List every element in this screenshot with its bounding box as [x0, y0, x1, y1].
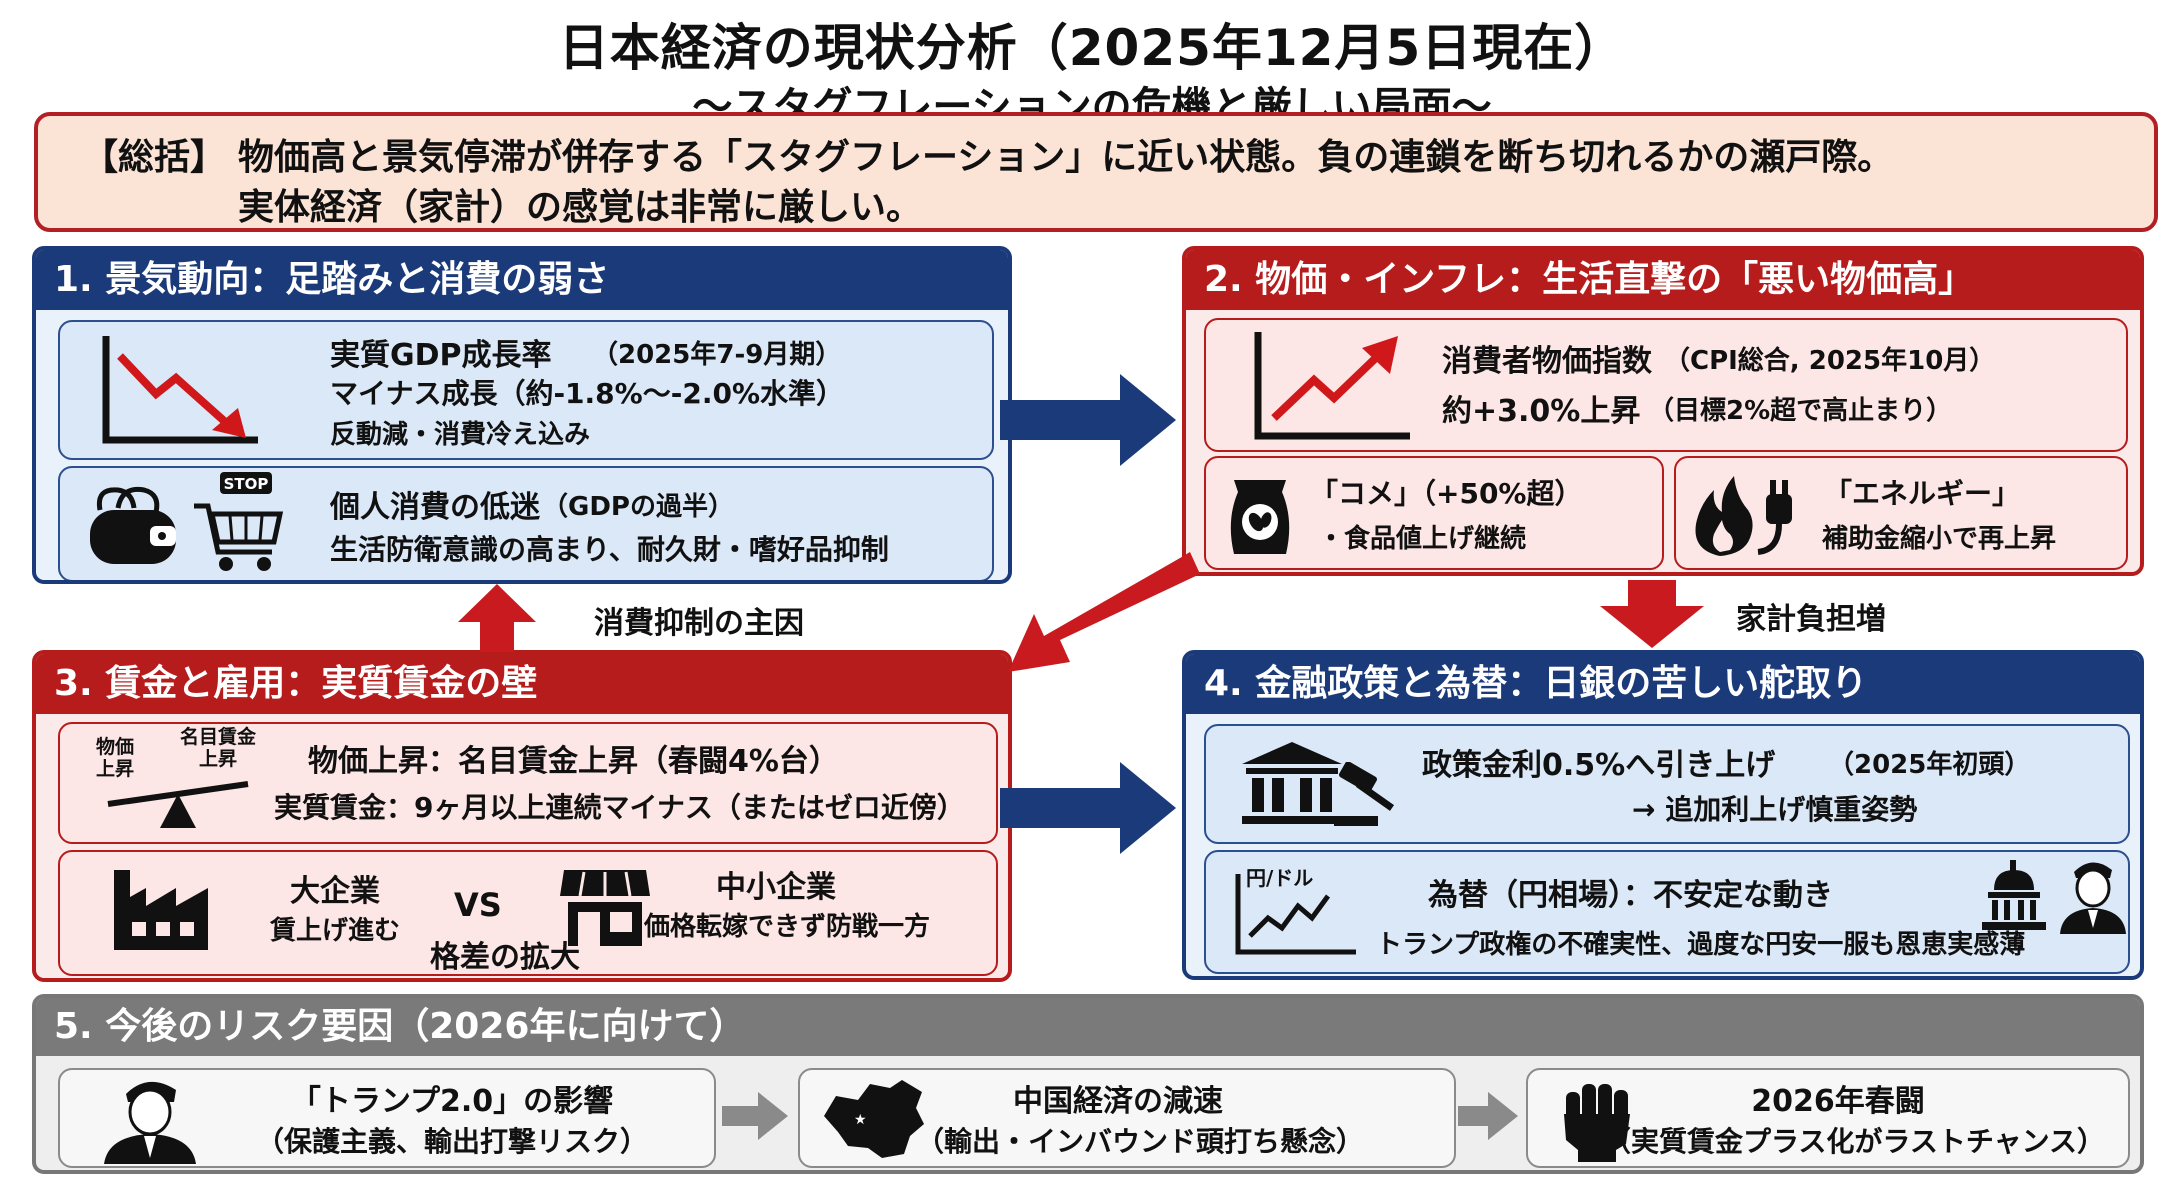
wage-line-1: 物価上昇：名目賃金上昇（春闘4%台） — [308, 744, 839, 779]
rice-title: 「コメ」（+50%超） — [1310, 477, 1583, 510]
cpi-card: 消費者物価指数 （CPI総合, 2025年10月） 約+3.0%上昇 （目標2%… — [1204, 318, 2128, 452]
summary-label: 【総括】 — [82, 137, 227, 178]
energy-title: 「エネルギー」 — [1824, 477, 2021, 510]
firm-gap-card: 大企業 賃上げ進む VS 中小企業 価格転嫁できず防戦一方 格差の拡大 — [58, 850, 998, 976]
fx-icon-label: 円/ドル — [1246, 866, 1314, 890]
risk-1-title: 「トランプ2.0」の影響 — [290, 1084, 614, 1119]
trump-portrait-icon — [104, 1081, 196, 1164]
consumption-title: 個人消費の低迷 — [330, 490, 540, 525]
household-burden-label: 家計負担増 — [1736, 602, 1886, 637]
china-map-icon: ★ — [824, 1080, 924, 1158]
small-firm-title: 中小企業 — [716, 870, 836, 905]
risk-2-note: （輸出・インバウンド頭打ち懸念） — [915, 1125, 1365, 1158]
arrow-s1-to-s2 — [1000, 374, 1176, 466]
factory-icon — [114, 870, 208, 950]
scale-right-label: 名目賃金 上昇 — [180, 726, 257, 770]
fire-and-plug-icon — [1695, 476, 1792, 556]
consumption-sub: （GDPの過半） — [542, 492, 734, 522]
summary-line-2: 実体経済（家計）の感覚は非常に厳しい。 — [238, 187, 923, 228]
svg-text:★: ★ — [854, 1112, 867, 1128]
risk-arrow-2 — [1458, 1092, 1518, 1140]
risk-item-shunto: 2026年春闘 （実質賃金プラス化がラストチャンス） — [1526, 1068, 2130, 1168]
gap-label: 格差の拡大 — [430, 940, 580, 975]
section-1-heading: 1. 景気動向：足踏みと消費の弱さ — [36, 250, 1008, 310]
exchange-rate-card: 円/ドル 為替（円相場）：不安定な動き トランプ政権の不確実性、過度な円安一服も… — [1204, 850, 2130, 974]
section-3-heading: 3. 賃金と雇用：実質賃金の壁 — [36, 654, 1008, 714]
declining-chart-icon — [102, 336, 258, 444]
section-monetary-policy: 4. 金融政策と為替：日銀の苦しい舵取り 政策金利0.5%へ引き上げ （2025… — [1182, 650, 2144, 980]
fx-note: トランプ政権の不確実性、過度な円安一服も恩恵実感薄 — [1376, 930, 2026, 960]
cpi-sub: （CPI総合, 2025年10月） — [1664, 346, 1996, 376]
raised-fist-icon — [1564, 1084, 1630, 1162]
risk-item-trump: 「トランプ2.0」の影響 （保護主義、輸出打撃リスク） — [58, 1068, 716, 1168]
arrow-s2-to-s3 — [1008, 552, 1200, 672]
rice-bag-icon — [1230, 480, 1290, 554]
central-bank-icon — [1242, 742, 1342, 824]
gdp-title: 実質GDP成長率 — [330, 338, 552, 373]
rate-sub: （2025年初頭） — [1828, 750, 2031, 780]
rice-card: 「コメ」（+50%超） ・食品値上げ継続 — [1204, 456, 1664, 570]
real-wage-card: 物価 上昇 名目賃金 上昇 物価上昇：名目賃金上昇（春闘4%台） 実質賃金：9ヶ… — [58, 722, 998, 844]
rate-title: 政策金利0.5%へ引き上げ — [1422, 748, 1776, 783]
policy-rate-card: 政策金利0.5%へ引き上げ （2025年初頭） → 追加利上げ慎重姿勢 — [1204, 724, 2130, 844]
rising-chart-icon — [1254, 332, 1410, 440]
summary-line-1: 物価高と景気停滞が併存する「スタグフレーション」に近い状態。負の連鎖を断ち切れる… — [238, 137, 1894, 178]
gdp-card: 実質GDP成長率 （2025年7-9月期） マイナス成長（約-1.8%～-2.0… — [58, 320, 994, 460]
large-firm-title: 大企業 — [290, 874, 380, 909]
section-wages: 3. 賃金と雇用：実質賃金の壁 物価 上昇 名目賃金 上昇 物価上昇：名目賃金上… — [32, 650, 1012, 982]
capitol-building-icon — [1982, 860, 2046, 930]
arrow-s3-to-s1 — [458, 584, 536, 652]
section-2-heading: 2. 物価・インフレ：生活直撃の「悪い物価高」 — [1186, 250, 2140, 310]
consumption-note: 生活防衛意識の高まり、耐久財・嗜好品抑制 — [330, 533, 889, 566]
yen-dollar-chart-icon — [1235, 874, 1356, 955]
wage-line-2: 実質賃金：9ヶ月以上連続マイナス（またはゼロ近傍） — [274, 791, 965, 824]
rate-note: → 追加利上げ慎重姿勢 — [1632, 793, 1918, 826]
politician-portrait-icon — [2060, 862, 2126, 934]
small-firm-note: 価格転嫁できず防戦一方 — [644, 912, 931, 942]
energy-note: 補助金縮小で再上昇 — [1822, 524, 2057, 554]
rice-note: ・食品値上げ継続 — [1318, 524, 1527, 554]
section-risk-factors: 5. 今後のリスク要因（2026年に向けて） 「トランプ2.0」の影響 （保護主… — [32, 994, 2144, 1174]
gdp-value: マイナス成長（約-1.8%～-2.0%水準） — [330, 377, 844, 410]
cpi-note: （目標2%超で高止まり） — [1648, 396, 1953, 426]
vs-label: VS — [454, 886, 502, 924]
cpi-value: 約+3.0%上昇 — [1442, 394, 1641, 429]
stopped-shopping-cart-icon: STOP — [194, 472, 284, 571]
risk-3-note: （実質賃金プラス化がラストチャンス） — [1602, 1125, 2106, 1158]
scale-left-label: 物価 上昇 — [96, 736, 135, 780]
fx-title: 為替（円相場）：不安定な動き — [1428, 878, 1833, 913]
risk-2-title: 中国経済の減速 — [1013, 1084, 1223, 1119]
arrow-s3-to-s4 — [1000, 762, 1176, 854]
stop-label: STOP — [224, 475, 269, 493]
risk-3-title: 2026年春闘 — [1751, 1084, 1925, 1119]
page-title: 日本経済の現状分析（2025年12月5日現在） — [558, 19, 1626, 77]
energy-card: 「エネルギー」 補助金縮小で再上昇 — [1674, 456, 2128, 570]
section-4-heading: 4. 金融政策と為替：日銀の苦しい舵取り — [1186, 654, 2140, 714]
summary-box: 【総括】 物価高と景気停滞が併存する「スタグフレーション」に近い状態。負の連鎖を… — [34, 112, 2158, 232]
arrow-s2-to-s4 — [1600, 580, 1704, 648]
gavel-icon — [1334, 762, 1395, 826]
consumption-card: STOP 個人消費の低迷 （GDPの過半） 生活防衛意識の高まり、耐久財・嗜好品… — [58, 466, 994, 580]
risk-arrow-1 — [722, 1092, 788, 1140]
balance-scale-icon — [107, 781, 249, 828]
consumption-cause-label: 消費抑制の主因 — [594, 606, 804, 641]
section-inflation: 2. 物価・インフレ：生活直撃の「悪い物価高」 消費者物価指数 （CPI総合, … — [1182, 246, 2144, 576]
risk-item-china: ★ 中国経済の減速 （輸出・インバウンド頭打ち懸念） — [798, 1068, 1456, 1168]
wallet-icon — [90, 486, 176, 564]
section-economic-trend: 1. 景気動向：足踏みと消費の弱さ 実質GDP成長率 （2025年7-9月期） … — [32, 246, 1012, 584]
risk-1-note: （保護主義、輸出打撃リスク） — [255, 1125, 649, 1158]
gdp-note: 反動減・消費冷え込み — [330, 420, 591, 450]
shop-icon — [560, 870, 650, 946]
large-firm-note: 賃上げ進む — [270, 916, 401, 946]
section-5-heading: 5. 今後のリスク要因（2026年に向けて） — [36, 998, 2140, 1056]
cpi-title: 消費者物価指数 — [1442, 344, 1652, 379]
gdp-period: （2025年7-9月期） — [592, 340, 842, 370]
